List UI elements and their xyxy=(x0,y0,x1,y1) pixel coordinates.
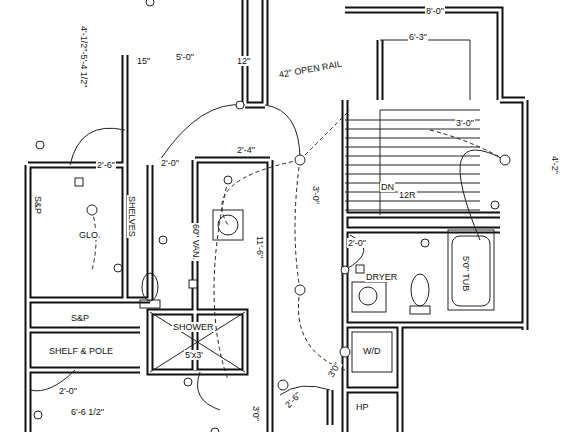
plan-annotation: SHOWER xyxy=(172,322,215,332)
plan-annotation: 5'x3' xyxy=(184,350,204,360)
stair-tread xyxy=(345,183,480,184)
stair-tread xyxy=(345,138,480,139)
plan-annotation: 2'-6" xyxy=(96,160,116,170)
plan-annotation: 12R xyxy=(398,190,417,200)
plan-annotation: 2'-0" xyxy=(347,238,367,248)
plan-annotation: W/D xyxy=(362,346,382,356)
plan-annotation: 2'-4" xyxy=(236,145,256,155)
plan-annotation: 5'0" TUB xyxy=(461,255,471,292)
stair-tread xyxy=(345,129,480,130)
plan-annotation: 2'-0" xyxy=(58,386,78,396)
plan-annotation: 5'-0" xyxy=(175,52,195,62)
stair-tread xyxy=(345,165,480,166)
plan-annotation: HP xyxy=(355,402,370,412)
plan-annotation: 3'0" xyxy=(326,360,343,380)
plan-annotation: SHELF & POLE xyxy=(48,346,114,356)
plan-annotation: 6'-6 1/2" xyxy=(70,407,105,417)
stair-tread xyxy=(345,174,480,175)
plan-annotation: 8'-0" xyxy=(425,6,445,16)
plan-annotation: 42" OPEN RAIL xyxy=(277,59,343,80)
plan-annotation: SHELVES xyxy=(127,195,137,238)
plan-annotation: 6'-3" xyxy=(408,32,428,42)
stair-tread xyxy=(345,156,480,157)
plan-annotation: 2'-6" xyxy=(282,389,303,410)
plan-annotation: 3'0" xyxy=(251,405,261,422)
plan-annotation: 3'-0" xyxy=(311,185,321,205)
stair-tread xyxy=(345,201,480,202)
stair-tread xyxy=(345,147,480,148)
plan-annotation: DN xyxy=(380,182,395,192)
plan-annotation: GLO. xyxy=(78,230,102,240)
plan-annotation: 12" xyxy=(236,56,251,66)
stair-tread xyxy=(345,210,480,211)
plan-annotation: 4'-2" xyxy=(550,155,560,175)
plan-annotation: DRYER xyxy=(365,272,398,282)
plan-annotation: 60" VAN. xyxy=(191,223,201,261)
plan-annotation: 11'-6" xyxy=(255,235,265,259)
plan-annotation: S&P xyxy=(70,313,90,323)
plan-annotation: S&P xyxy=(33,195,43,215)
plan-annotation: 2'-0" xyxy=(160,158,180,168)
plan-annotation: 3'-0" xyxy=(455,118,475,128)
plan-annotation: 15" xyxy=(136,56,151,66)
plan-annotation: 4'-1/2"-5'-4 1/2" xyxy=(79,25,89,88)
